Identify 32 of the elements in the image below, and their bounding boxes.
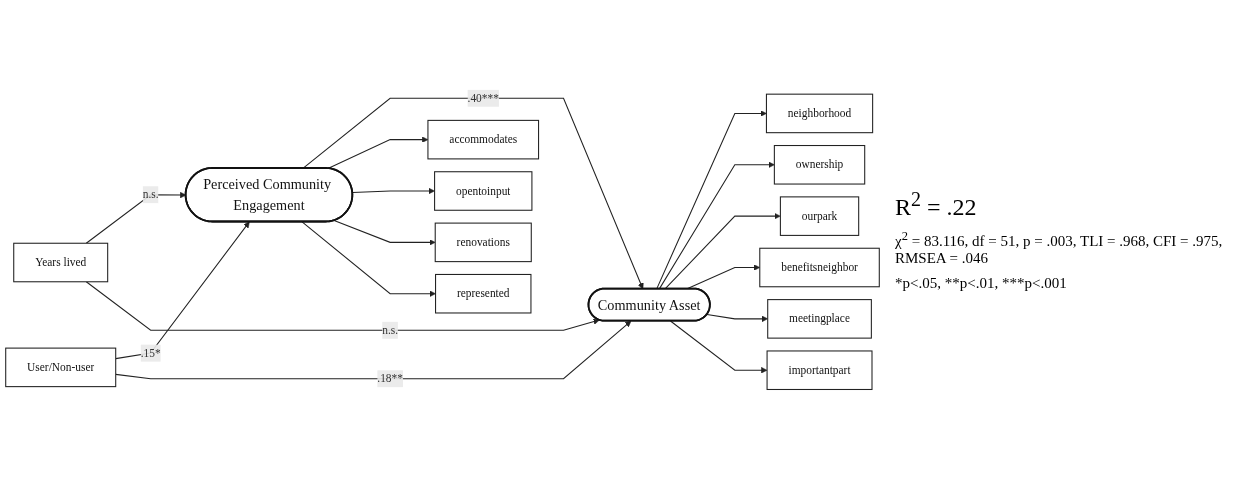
node-box: User/Non-user bbox=[5, 347, 117, 388]
arrow bbox=[301, 221, 436, 298]
arrow bbox=[706, 314, 768, 323]
arrow bbox=[669, 320, 768, 374]
edge-label: .15* bbox=[140, 347, 161, 360]
arrow bbox=[302, 98, 644, 290]
node-box: renovations bbox=[434, 222, 532, 263]
edge-label: .40*** bbox=[467, 92, 499, 105]
note-text: R$^{2}$ = .22 bbox=[895, 188, 978, 221]
node-box: represented bbox=[435, 274, 532, 314]
arrow bbox=[352, 188, 435, 195]
arrow bbox=[333, 220, 436, 246]
node-box: accommodates bbox=[427, 120, 540, 160]
node-box: importantpart bbox=[766, 350, 873, 391]
arrow bbox=[658, 162, 775, 290]
node-box: Years lived bbox=[13, 243, 109, 283]
edge-label: .18** bbox=[377, 372, 403, 385]
edge-label: n.s. bbox=[382, 324, 399, 337]
node-box: meetingplace bbox=[767, 299, 872, 340]
note-text: χ$^{2}$ = 83.116, df = 51, p = .003, TLI = .968, CFI = .975, RMSEA = .046 bbox=[895, 229, 1224, 267]
node-box: ourpark bbox=[779, 196, 860, 237]
node-box: opentoinput bbox=[434, 171, 533, 212]
node-box: ownership bbox=[773, 145, 866, 185]
node-box: neighborhood bbox=[765, 94, 874, 134]
arrow bbox=[115, 321, 632, 380]
note-text: *p<.05, **p<.01, ***p<.001 bbox=[895, 275, 1068, 292]
arrow bbox=[664, 213, 781, 290]
arrow bbox=[656, 110, 767, 290]
edge-label: n.s. bbox=[142, 188, 159, 201]
arrow bbox=[115, 221, 250, 360]
node-box: benefitsneighbor bbox=[759, 248, 880, 288]
arrow bbox=[85, 281, 600, 332]
